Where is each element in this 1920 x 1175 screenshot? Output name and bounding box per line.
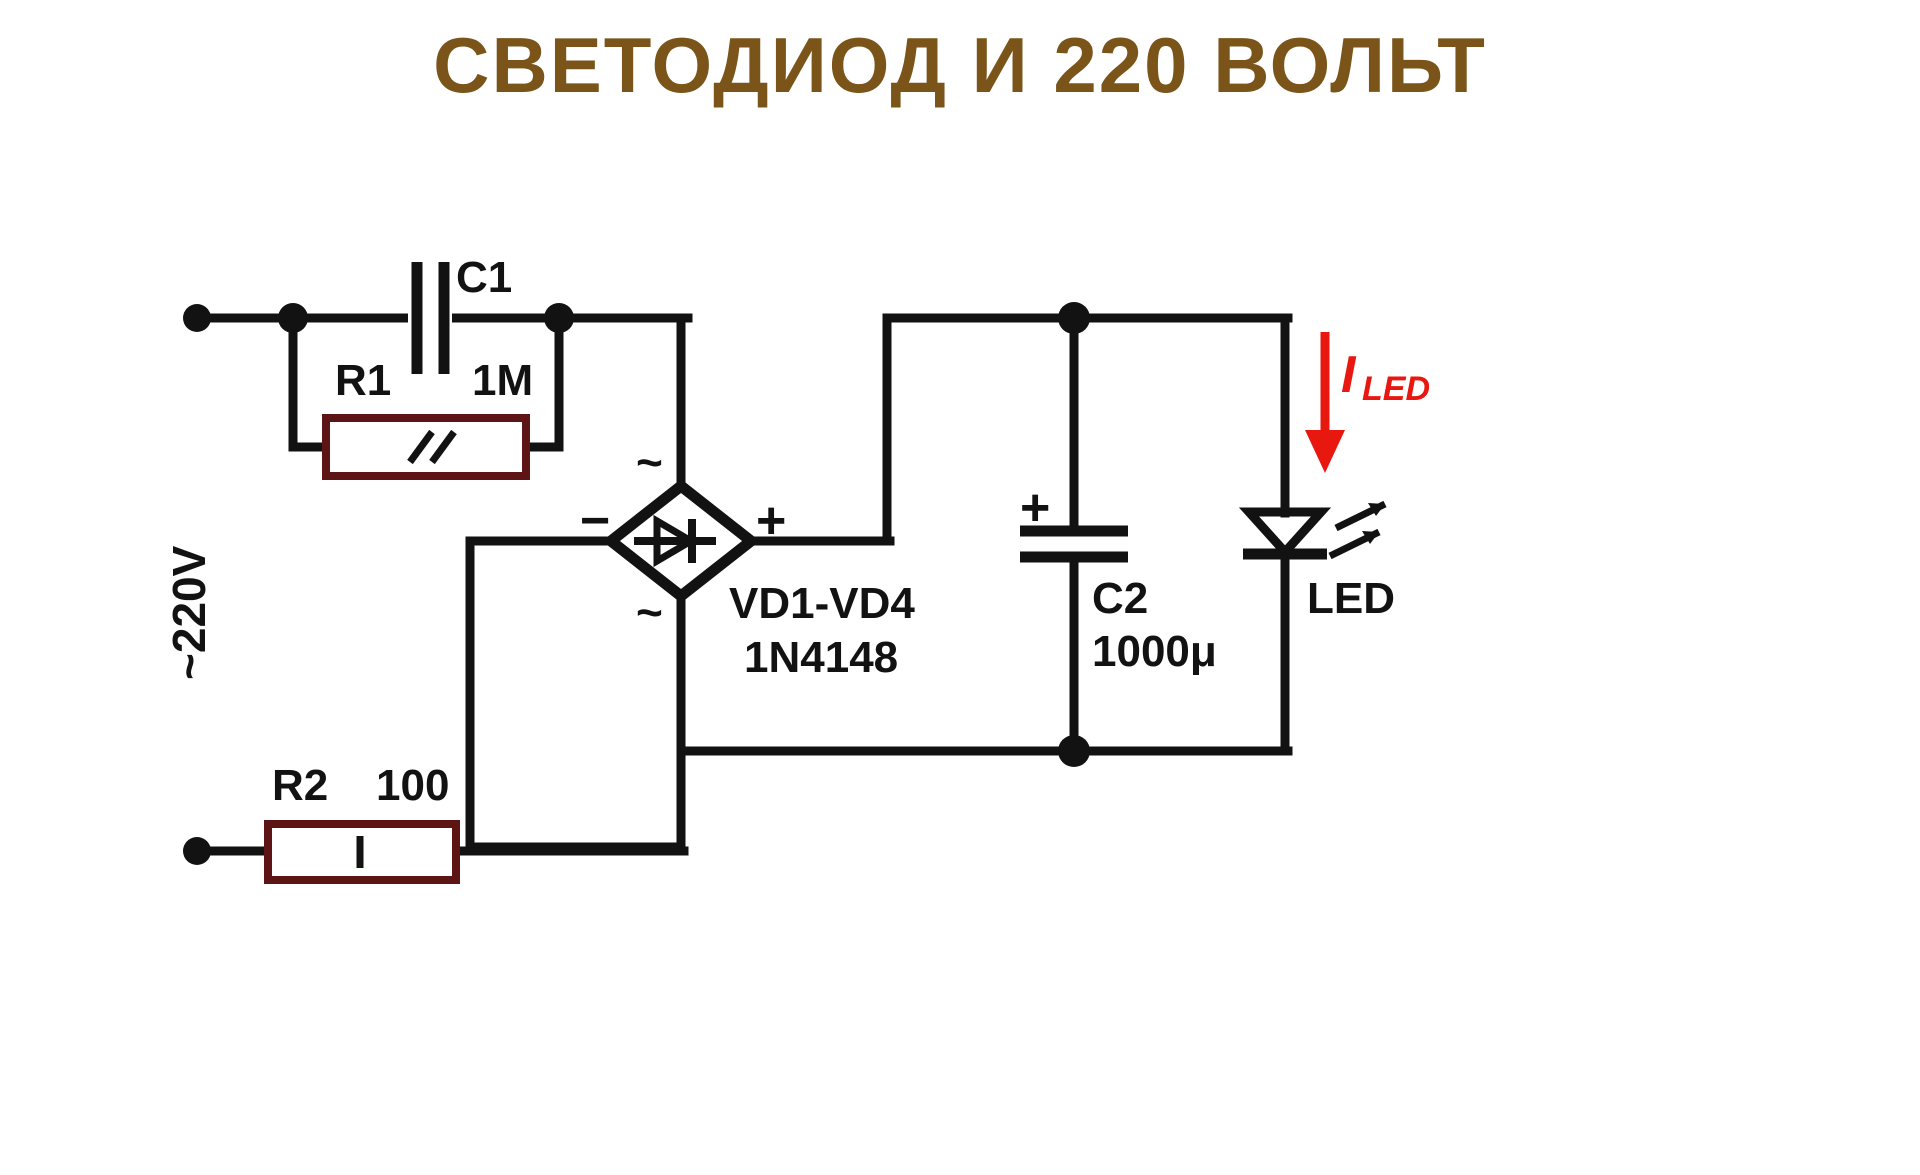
bridge-minus-label: − — [580, 492, 610, 550]
current-subscript-label: LED — [1362, 370, 1430, 408]
ac-terminal-top-dot — [183, 304, 211, 332]
resistor-r1-designator: R1 — [335, 356, 391, 405]
bridge-diode-symbol-icon — [634, 514, 716, 568]
resistor-r2-value: 100 — [376, 761, 449, 810]
bridge-ac-top-label: ~ — [636, 436, 663, 488]
bridge-ac-bottom-label: ~ — [636, 586, 663, 638]
capacitor-c1-icon — [408, 262, 452, 374]
resistor-r2-icon — [264, 820, 460, 884]
positive-rail-wire — [882, 313, 1293, 546]
led-label: LED — [1307, 574, 1395, 623]
c2-designator-label: C2 — [1092, 574, 1148, 623]
capacitor-c1-label: C1 — [456, 253, 512, 302]
electrolytic-capacitor-c2-icon — [1020, 525, 1128, 563]
c2-value-label: 1000μ — [1092, 627, 1217, 676]
ac-source-label: ~220V — [163, 545, 215, 680]
page-title: СВЕТОДИОД И 220 ВОЛЬТ — [433, 21, 1487, 109]
bridge-plus-label: + — [756, 492, 786, 550]
bridge-designator-label: VD1-VD4 — [729, 579, 915, 628]
led-icon — [1238, 507, 1332, 560]
resistor-r1-value: 1M — [472, 356, 533, 405]
current-symbol-label: I — [1341, 346, 1357, 404]
c2-polarity-label: + — [1020, 479, 1050, 537]
resistor-r1-icon — [322, 414, 530, 480]
down-arrow-icon — [1305, 332, 1345, 473]
led-emission-arrows-icon — [1328, 500, 1387, 560]
resistor-r2-designator: R2 — [272, 761, 328, 810]
bridge-part-label: 1N4148 — [744, 633, 898, 682]
